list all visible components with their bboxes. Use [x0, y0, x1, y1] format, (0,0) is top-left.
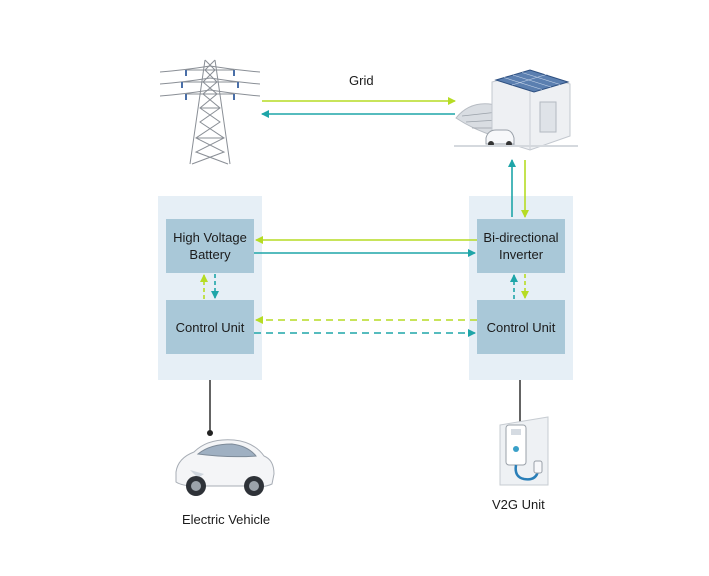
v2g-control-unit-box: Control Unit [477, 300, 565, 354]
v2g-unit-label: V2G Unit [492, 497, 545, 512]
power-tower-icon [160, 59, 260, 165]
v2g-control-unit-label: Control Unit [486, 319, 556, 335]
battery-label: High Voltage Battery [173, 230, 247, 262]
battery-box: High Voltage Battery [166, 219, 254, 273]
wall-charger-icon [499, 416, 549, 486]
electric-vehicle-label: Electric Vehicle [182, 512, 271, 527]
inverter-label: Bi-directional Inverter [483, 230, 559, 262]
car-icon [175, 439, 275, 496]
ev-control-unit-label: Control Unit [175, 319, 245, 335]
inverter-box: Bi-directional Inverter [477, 219, 565, 273]
ev-control-unit-box: Control Unit [166, 300, 254, 354]
ev-connector-dot [207, 430, 213, 436]
grid-label: Grid [349, 73, 374, 88]
home-with-solar-icon [454, 69, 578, 151]
